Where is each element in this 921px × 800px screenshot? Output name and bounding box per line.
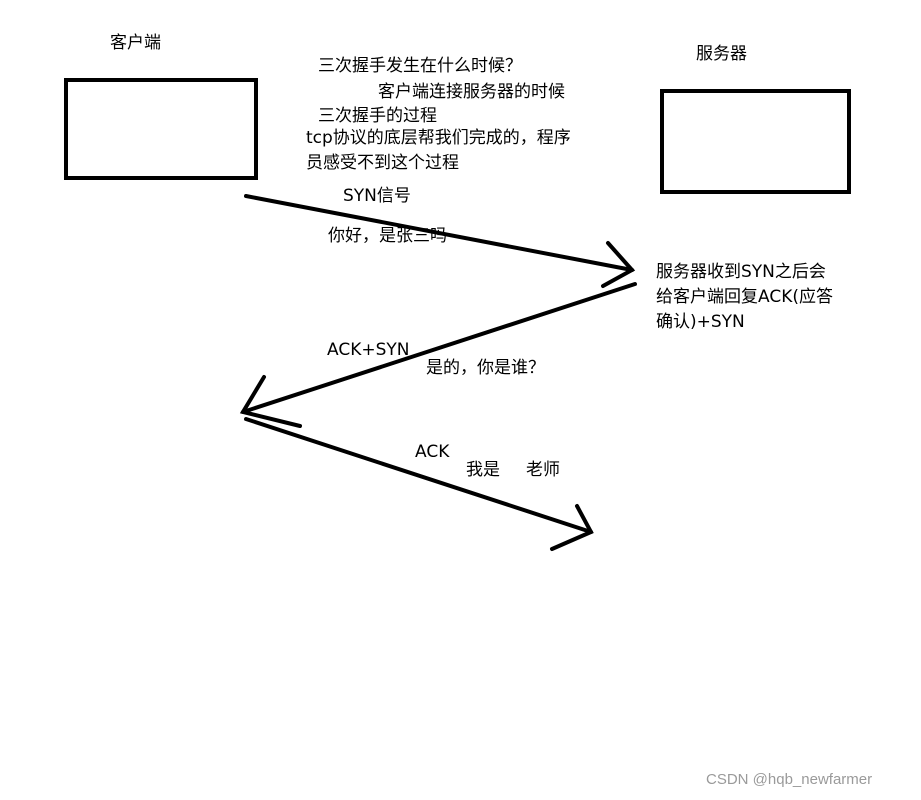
ack-speech-part-1: 我是 <box>466 460 500 480</box>
syn-arrow-shaft <box>244 194 634 272</box>
answer-process-line-1: tcp协议的底层帮我们完成的，程序 <box>306 128 571 148</box>
ack-label: ACK <box>415 442 450 462</box>
ack-speech-part-2: 老师 <box>526 460 560 480</box>
answer-process-line-2: 员感受不到这个过程 <box>306 153 459 173</box>
ack-syn-speech: 是的，你是谁？ <box>426 358 545 378</box>
server-note-line-1: 服务器收到SYN之后会 <box>656 262 826 282</box>
csdn-watermark: CSDN @hqb_newfarmer <box>706 771 873 788</box>
syn-label: SYN信号 <box>343 186 411 206</box>
syn-arrowhead <box>601 241 636 288</box>
ack-syn-label: ACK+SYN <box>327 340 410 360</box>
syn-speech: 你好，是张三吗 <box>328 226 447 246</box>
question-process: 三次握手的过程 <box>318 106 437 126</box>
question-when: 三次握手发生在什么时候？ <box>318 56 522 76</box>
ack-syn-arrow-shaft <box>241 282 637 414</box>
ack-arrowhead <box>550 504 594 551</box>
ack-arrow-shaft <box>244 417 593 534</box>
server-box <box>660 89 851 194</box>
client-box <box>64 78 258 180</box>
server-label: 服务器 <box>696 44 747 64</box>
client-label: 客户端 <box>110 33 161 53</box>
server-note-line-2: 给客户端回复ACK(应答 <box>656 287 833 307</box>
server-note-line-3: 确认)+SYN <box>656 312 745 332</box>
answer-when: 客户端连接服务器的时候 <box>378 82 565 102</box>
ack-syn-arrowhead <box>239 375 302 428</box>
